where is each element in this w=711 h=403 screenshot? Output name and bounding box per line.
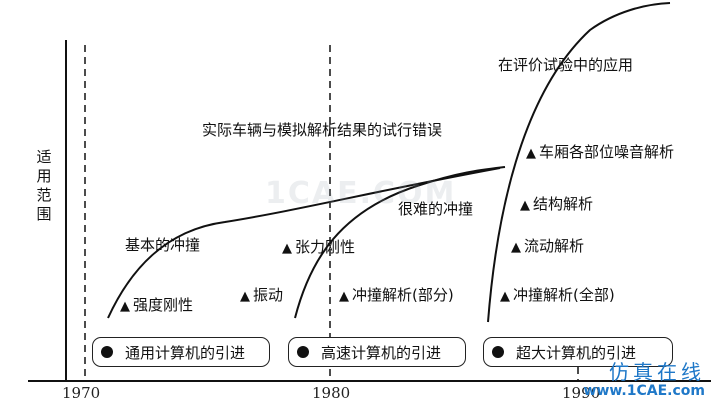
brand-cn: 仿真在线 xyxy=(609,360,705,384)
triangle-icon: ▲ xyxy=(511,240,521,255)
bullet-icon xyxy=(492,346,504,358)
brand-logo: 仿真在线 www.1CAE.com xyxy=(584,361,705,399)
tick-1990: 1990 xyxy=(562,384,601,402)
triangle-icon: ▲ xyxy=(500,289,510,304)
item-cabin-noise: ▲车厢各部位噪音解析 xyxy=(526,143,675,161)
item-crash-partial: ▲冲撞解析(部分) xyxy=(339,286,454,304)
label-basic-crash: 基本的冲撞 xyxy=(125,236,201,254)
triangle-icon: ▲ xyxy=(240,289,250,304)
label-evaluation-application: 在评价试验中的应用 xyxy=(498,56,634,74)
item-flow: ▲流动解析 xyxy=(511,237,585,255)
triangle-icon: ▲ xyxy=(120,299,130,314)
tick-1980: 1980 xyxy=(312,384,351,402)
watermark-text: 1CAE.COM xyxy=(265,176,457,211)
era-box-general-computer: 通用计算机的引进 xyxy=(92,337,270,367)
era-box-super-computer: 超大计算机的引进 xyxy=(483,337,673,367)
triangle-icon: ▲ xyxy=(526,146,536,161)
item-vibration: ▲振动 xyxy=(240,286,284,304)
bullet-icon xyxy=(297,346,309,358)
curve-evaluation xyxy=(487,2,671,323)
triangle-icon: ▲ xyxy=(282,241,292,256)
item-strength: ▲强度刚性 xyxy=(120,296,194,314)
label-difficult-crash: 很难的冲撞 xyxy=(398,200,474,218)
item-tension: ▲张力刚性 xyxy=(282,238,356,256)
curve-difficult-crash xyxy=(294,166,506,319)
brand-url: www.1CAE.com xyxy=(583,383,705,399)
triangle-icon: ▲ xyxy=(339,289,349,304)
tick-1970: 1970 xyxy=(62,384,101,402)
era-box-high-speed-computer: 高速计算机的引进 xyxy=(288,337,466,367)
bullet-icon xyxy=(101,346,113,358)
y-axis-label: 适用范围 xyxy=(36,148,52,223)
item-structure: ▲结构解析 xyxy=(520,195,594,213)
curve-basic-crash xyxy=(107,167,501,319)
triangle-icon: ▲ xyxy=(520,198,530,213)
label-trial-and-error: 实际车辆与模拟解析结果的试行错误 xyxy=(202,121,443,139)
item-crash-full: ▲冲撞解析(全部) xyxy=(500,286,615,304)
